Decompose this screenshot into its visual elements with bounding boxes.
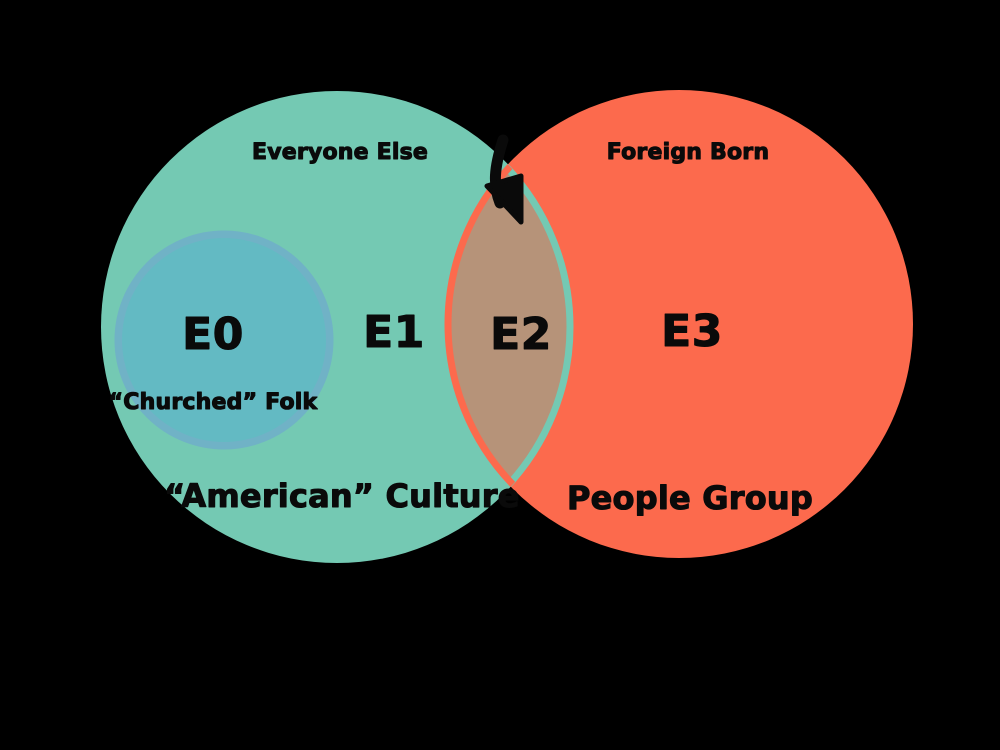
- foreign-born-caption: Foreign Born: [607, 140, 769, 165]
- region-label-e0: E0: [182, 309, 244, 360]
- circle-churched-folk[interactable]: [122, 238, 326, 442]
- region-label-e3: E3: [661, 306, 723, 357]
- everyone-else-caption: Everyone Else: [252, 140, 428, 165]
- lens-teal-rim-group: [445, 90, 574, 558]
- lens-teal-rim: [445, 90, 574, 558]
- circle-people-group[interactable]: [445, 90, 913, 558]
- american-culture-caption: “American” Culture: [164, 477, 519, 515]
- region-label-e2: E2: [490, 309, 552, 360]
- lens-coral-rim-group: [444, 91, 573, 559]
- region-label-e1: E1: [363, 307, 425, 358]
- people-group-caption: People Group: [567, 479, 813, 517]
- circle-churched-folk-halo: [114, 230, 334, 450]
- arrow-head: [484, 173, 524, 225]
- curved-arrow-pointing-to-e2: [484, 134, 524, 225]
- lens-coral-rim: [444, 91, 573, 559]
- churched-folk-caption: “Churched” Folk: [109, 390, 319, 415]
